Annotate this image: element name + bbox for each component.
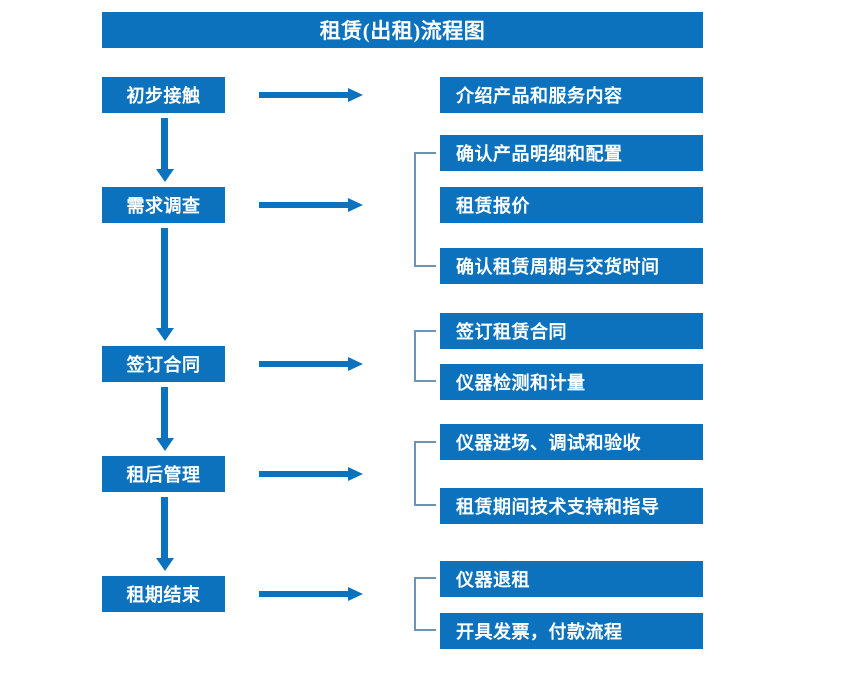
arrow-head-down-icon <box>156 558 174 571</box>
arrow-shaft <box>259 471 351 477</box>
detail-box-10[interactable]: 开具发票，付款流程 <box>440 613 703 649</box>
detail-box-9[interactable]: 仪器退租 <box>440 561 703 597</box>
stage-box-2[interactable]: 需求调查 <box>102 187 225 223</box>
arrow-shaft <box>161 387 168 438</box>
arrow-shaft <box>161 497 168 558</box>
arrow-shaft <box>259 92 351 98</box>
detail-box-1[interactable]: 介绍产品和服务内容 <box>440 77 703 113</box>
arrow-head-right-icon <box>348 467 363 481</box>
group-bracket-4 <box>414 577 436 631</box>
horizontal-arrow-1 <box>259 86 365 104</box>
arrow-shaft <box>259 202 351 208</box>
arrow-head-right-icon <box>348 198 363 212</box>
detail-box-3[interactable]: 租赁报价 <box>440 187 703 223</box>
horizontal-arrow-3 <box>259 355 365 373</box>
detail-box-4[interactable]: 确认租赁周期与交货时间 <box>440 248 703 284</box>
vertical-arrow-3 <box>156 387 174 451</box>
detail-box-6[interactable]: 仪器检测和计量 <box>440 364 703 400</box>
arrow-head-down-icon <box>156 328 174 341</box>
detail-box-7[interactable]: 仪器进场、调试和验收 <box>440 424 703 460</box>
vertical-arrow-2 <box>156 228 174 341</box>
vertical-arrow-4 <box>156 497 174 571</box>
horizontal-arrow-4 <box>259 465 365 483</box>
detail-box-5[interactable]: 签订租赁合同 <box>440 313 703 349</box>
arrow-head-right-icon <box>348 587 363 601</box>
stage-box-1[interactable]: 初步接触 <box>102 77 225 113</box>
arrow-head-down-icon <box>156 438 174 451</box>
group-bracket-3 <box>414 441 436 506</box>
arrow-shaft <box>161 118 168 169</box>
arrow-shaft <box>161 228 168 328</box>
detail-box-8[interactable]: 租赁期间技术支持和指导 <box>440 488 703 524</box>
arrow-shaft <box>259 591 351 597</box>
arrow-shaft <box>259 361 351 367</box>
vertical-arrow-1 <box>156 118 174 182</box>
horizontal-arrow-5 <box>259 585 365 603</box>
arrow-head-down-icon <box>156 169 174 182</box>
group-bracket-2 <box>414 330 436 382</box>
stage-box-4[interactable]: 租后管理 <box>102 456 225 492</box>
group-bracket-1 <box>414 152 436 267</box>
arrow-head-right-icon <box>348 357 363 371</box>
stage-box-3[interactable]: 签订合同 <box>102 346 225 382</box>
stage-box-5[interactable]: 租期结束 <box>102 576 225 612</box>
arrow-head-right-icon <box>348 88 363 102</box>
horizontal-arrow-2 <box>259 196 365 214</box>
page-title: 租赁(出租)流程图 <box>102 12 703 48</box>
detail-box-2[interactable]: 确认产品明细和配置 <box>440 135 703 171</box>
